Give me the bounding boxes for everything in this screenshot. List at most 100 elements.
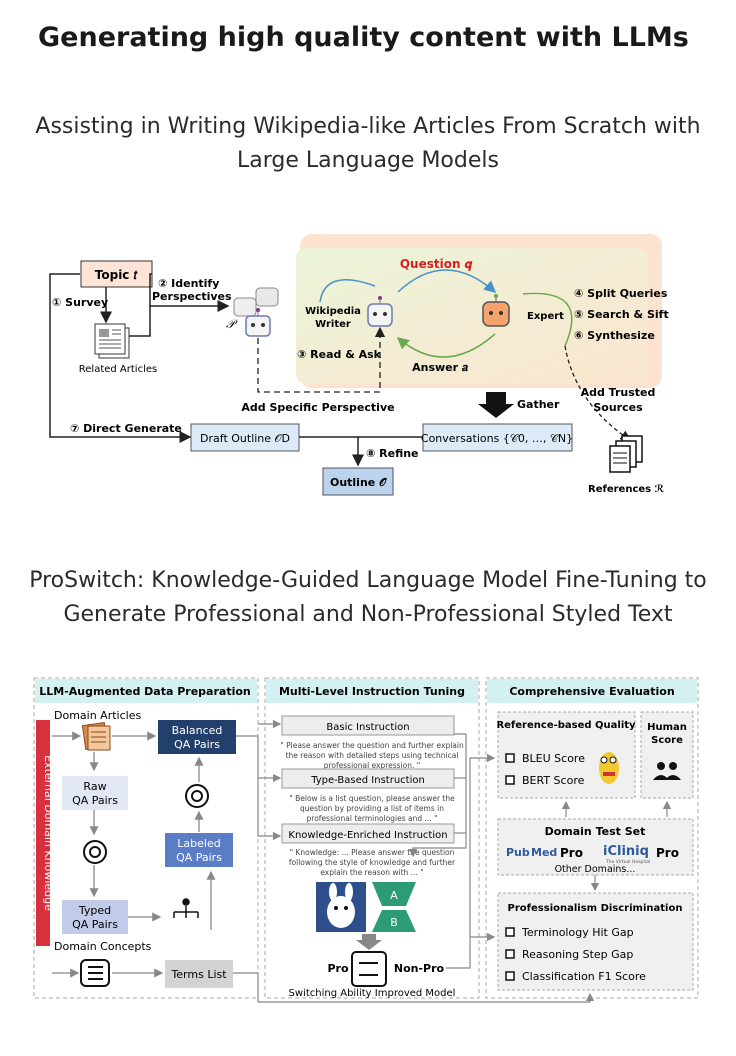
- checkbox-icon: [505, 971, 515, 981]
- draft-outline-box: [190, 423, 300, 452]
- add-specific-label: Add Specific Perspective: [241, 401, 394, 414]
- pro-label: Pro: [327, 962, 348, 975]
- header-bg-3: [487, 679, 697, 703]
- external-knowledge-bar: [36, 720, 50, 946]
- outline-box: [322, 467, 394, 496]
- basic-text-1: " Please answer the question and further…: [280, 741, 464, 750]
- type-text-1: " Below is a list question, please answe…: [289, 794, 455, 803]
- references-icon: [609, 435, 643, 473]
- paper1-title-line2: Large Language Models: [237, 148, 499, 173]
- refine-label: ⑧ Refine: [366, 447, 419, 460]
- typed-label-1: Typed: [78, 904, 111, 917]
- know-text-2: following the style of knowledge and fur…: [289, 858, 456, 867]
- openai-icon: [83, 840, 107, 864]
- identify-label-1: ② Identify: [158, 277, 219, 290]
- perspective-robots-icon: [233, 287, 279, 337]
- icliniq-logo: iCliniq: [603, 844, 649, 859]
- checkbox-icon: [505, 775, 515, 785]
- paper1-title-line1: Assisting in Writing Wikipedia-like Arti…: [35, 114, 701, 139]
- labeled-label-1: Labeled: [177, 837, 220, 850]
- basic-text-3: professional expression. ": [324, 761, 421, 770]
- balanced-label-2: QA Pairs: [174, 738, 220, 751]
- basic-instruction-label: Basic Instruction: [326, 722, 409, 733]
- bert-label: BERT Score: [522, 774, 585, 787]
- add-trusted-label-2: Sources: [593, 401, 643, 414]
- synthesize-label: ⑥ Synthesize: [574, 329, 655, 342]
- other-domains-label: Other Domains...: [555, 864, 636, 875]
- terms-list-label: Terms List: [170, 968, 227, 981]
- paper1-title: Assisting in Writing Wikipedia-like Arti…: [0, 110, 736, 178]
- read-ask-label: ③ Read & Ask: [297, 348, 382, 361]
- articles-icon: [81, 722, 111, 751]
- paper2-title: ProSwitch: Knowledge-Guided Language Mod…: [0, 564, 736, 632]
- human-label-1: Human: [647, 722, 687, 733]
- question-label: Question 𝒒: [400, 257, 473, 271]
- direct-generate-label: ⑦ Direct Generate: [70, 422, 182, 435]
- non-pro-label: Non-Pro: [394, 962, 445, 975]
- split-queries-label: ④ Split Queries: [574, 287, 668, 300]
- topic-label: Topic 𝑡: [95, 268, 138, 282]
- col1-header: LLM-Augmented Data Preparation: [39, 685, 251, 698]
- adapter-b-icon: [372, 910, 416, 932]
- col2-header: Multi-Level Instruction Tuning: [279, 685, 465, 698]
- balanced-qa-box: [158, 720, 236, 754]
- basic-text-2: the reason with detailed steps using tec…: [286, 751, 459, 760]
- checkbox-icon: [505, 753, 515, 763]
- header-bg-2: [266, 679, 478, 703]
- ref-quality-label: Reference-based Quality: [496, 720, 636, 731]
- column-instruction-tuning: [264, 677, 480, 999]
- labeled-qa-box: [165, 833, 233, 867]
- reason-gap-label: Reasoning Step Gap: [522, 948, 633, 961]
- know-text-3: explain the reason with ... ": [320, 868, 423, 877]
- bert-character-icon: [599, 752, 619, 784]
- wiki-writer-label-2: Writer: [315, 319, 351, 330]
- search-sift-label: ⑤ Search & Sift: [574, 308, 669, 321]
- col3-header: Comprehensive Evaluation: [509, 685, 674, 698]
- domain-articles-label: Domain Articles: [54, 709, 141, 722]
- paper2-title-line1: ProSwitch: Knowledge-Guided Language Mod…: [29, 568, 707, 593]
- header-bg-1: [35, 679, 257, 703]
- topic-box: [80, 260, 153, 288]
- down-arrow-icon: [356, 934, 382, 950]
- prof-disc-box: [497, 892, 694, 991]
- type-instruction-label: Type-Based Instruction: [310, 775, 425, 786]
- pubmed-a: Pub: [506, 846, 530, 859]
- identify-label-2: Perspectives: [152, 290, 232, 303]
- type-text-2: question by providing a list of items in: [300, 804, 444, 813]
- page-title: Generating high quality content with LLM…: [38, 22, 689, 53]
- expert-label: Expert: [527, 311, 564, 322]
- outline-label: Outline 𝒪: [330, 476, 387, 489]
- terms-list-box: [165, 960, 233, 988]
- human-score-box: [640, 711, 694, 799]
- pubmed-pro: Pro: [560, 846, 583, 860]
- external-knowledge-label: External Domain Knowledge: [42, 755, 55, 911]
- bleu-label: BLEU Score: [522, 752, 585, 765]
- icliniq-pro: Pro: [656, 846, 679, 860]
- adapter-a-label: A: [390, 889, 398, 902]
- list-icon: [80, 959, 110, 987]
- icliniq-tagline: The Virtual Hospital: [605, 859, 650, 865]
- switch-icon: [351, 951, 387, 987]
- typed-label-2: QA Pairs: [72, 918, 118, 931]
- proswitch-diagram: LLM-Augmented Data Preparation Multi-Lev…: [33, 677, 699, 1003]
- domain-concepts-label: Domain Concepts: [54, 940, 152, 953]
- checkbox-icon: [505, 927, 515, 937]
- draft-outline-label: Draft Outline 𝒪D: [200, 432, 290, 445]
- class-f1-label: Classification F1 Score: [522, 970, 646, 983]
- labeled-label-2: QA Pairs: [176, 851, 222, 864]
- knowledge-instruction-label: Knowledge-Enriched Instruction: [288, 830, 447, 841]
- openai-icon: [185, 784, 209, 808]
- know-text-1: " Knowledge: ... Please answer the quest…: [290, 848, 455, 857]
- prof-disc-label: Professionalism Discrimination: [508, 903, 683, 914]
- related-articles-label: Related Articles: [79, 364, 157, 375]
- term-hit-label: Terminology Hit Gap: [521, 926, 634, 939]
- conversation-panel: [296, 248, 648, 384]
- raw-label-2: QA Pairs: [72, 794, 118, 807]
- storm-diagram: Topic 𝑡 ① Survey Related Articles ② Iden…: [49, 234, 669, 496]
- wiki-writer-label-1: Wikipedia: [305, 306, 361, 317]
- paper2-title-line2: Generate Professional and Non-Profession…: [63, 602, 673, 627]
- perspective-symbol: 𝒫: [226, 317, 238, 331]
- writer-robot-icon: [367, 296, 393, 327]
- expert-robot-icon: [482, 294, 510, 327]
- references-label: References ℛ: [588, 484, 664, 495]
